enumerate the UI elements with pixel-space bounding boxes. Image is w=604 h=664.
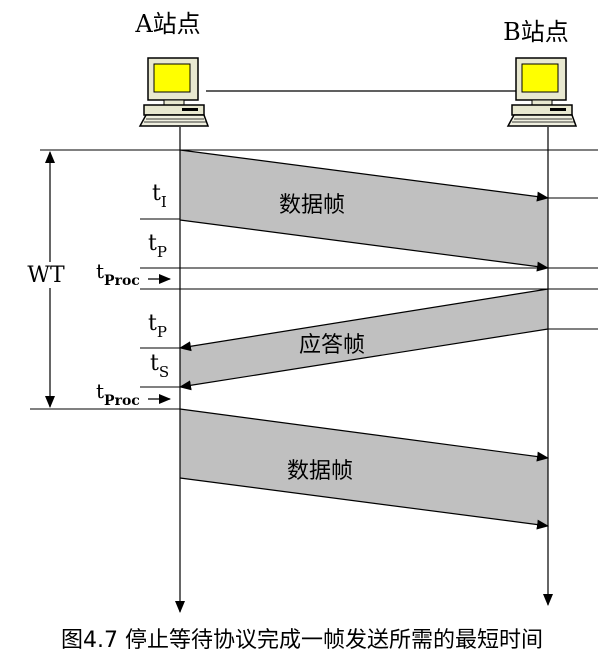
- tproc-label-1: tProc: [96, 259, 140, 289]
- data-frame-2-label: 数据帧: [287, 459, 353, 484]
- data-frame-1: [180, 150, 548, 268]
- data-frame-1-label: 数据帧: [279, 193, 345, 218]
- data-frame-1-leading-arrow: [179, 149, 549, 202]
- tproc-label-2: tProc: [96, 379, 140, 409]
- station-b-label: B站点: [503, 18, 569, 46]
- wt-label: WT: [27, 263, 65, 288]
- ack-frame-trailing-arrow: [179, 328, 549, 391]
- data-frame-2: [180, 409, 548, 526]
- ack-frame-leading-arrow: [179, 288, 549, 352]
- tp-label-2: tP: [148, 311, 167, 341]
- figure-caption: 图4.7 停止等待协议完成一帧发送所需的最短时间: [61, 628, 543, 653]
- data-frame-2-trailing-arrow: [179, 477, 549, 530]
- computer-a-icon: [138, 57, 210, 127]
- station-a-label: A站点: [134, 10, 200, 38]
- data-frame-2-leading-arrow: [179, 408, 549, 462]
- ack-frame-label: 应答帧: [299, 333, 365, 358]
- computer-b-icon: [506, 57, 578, 127]
- ti-label: tI: [152, 181, 167, 211]
- ack-frame: [180, 289, 548, 387]
- tp-label-1: tP: [148, 231, 167, 261]
- data-frame-1-trailing-arrow: [179, 219, 549, 272]
- ts-label: tS: [150, 351, 169, 381]
